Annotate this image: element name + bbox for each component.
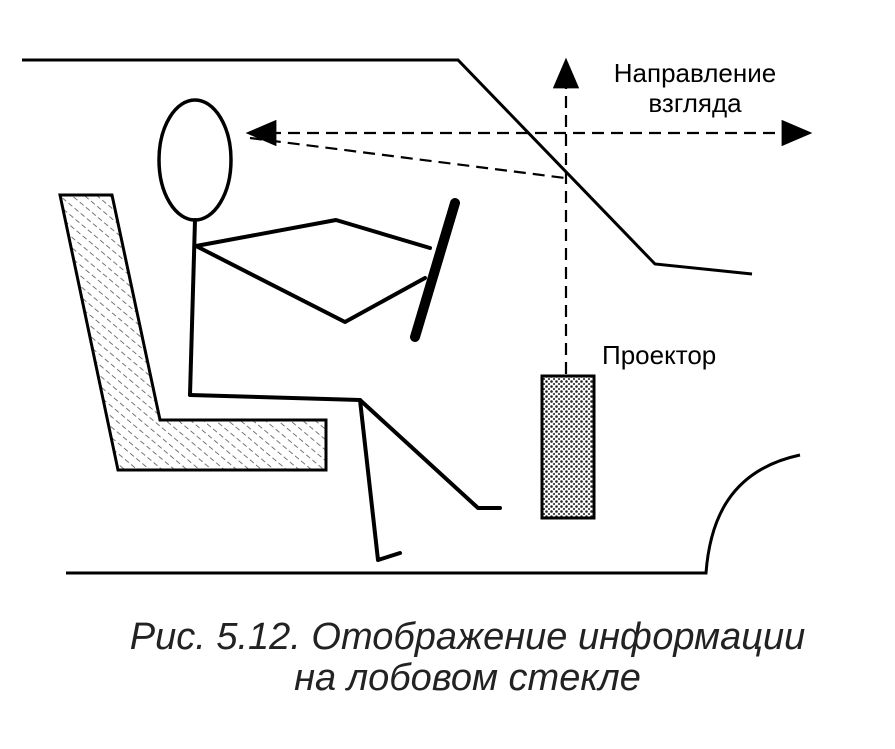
steering-wheel (410, 198, 460, 342)
car-roof-windshield-hood (22, 58, 753, 276)
car-floor-wheel-arch (66, 453, 801, 575)
gaze-direction-label: Направление взгляда (600, 58, 790, 118)
driver-body (188, 218, 502, 562)
projector-label: Проектор (602, 340, 717, 370)
reflection-line (249, 136, 566, 180)
gaze-label-line2: взгляда (648, 88, 742, 118)
driver-head (157, 98, 233, 222)
seat (58, 193, 328, 472)
projector-box (540, 374, 596, 520)
figure-caption-line1: Рис. 5.12. Отображение информации (129, 616, 806, 658)
gaze-label-line1: Направление (613, 58, 777, 88)
figure-caption-line2: на лобовом стекле (294, 657, 641, 699)
